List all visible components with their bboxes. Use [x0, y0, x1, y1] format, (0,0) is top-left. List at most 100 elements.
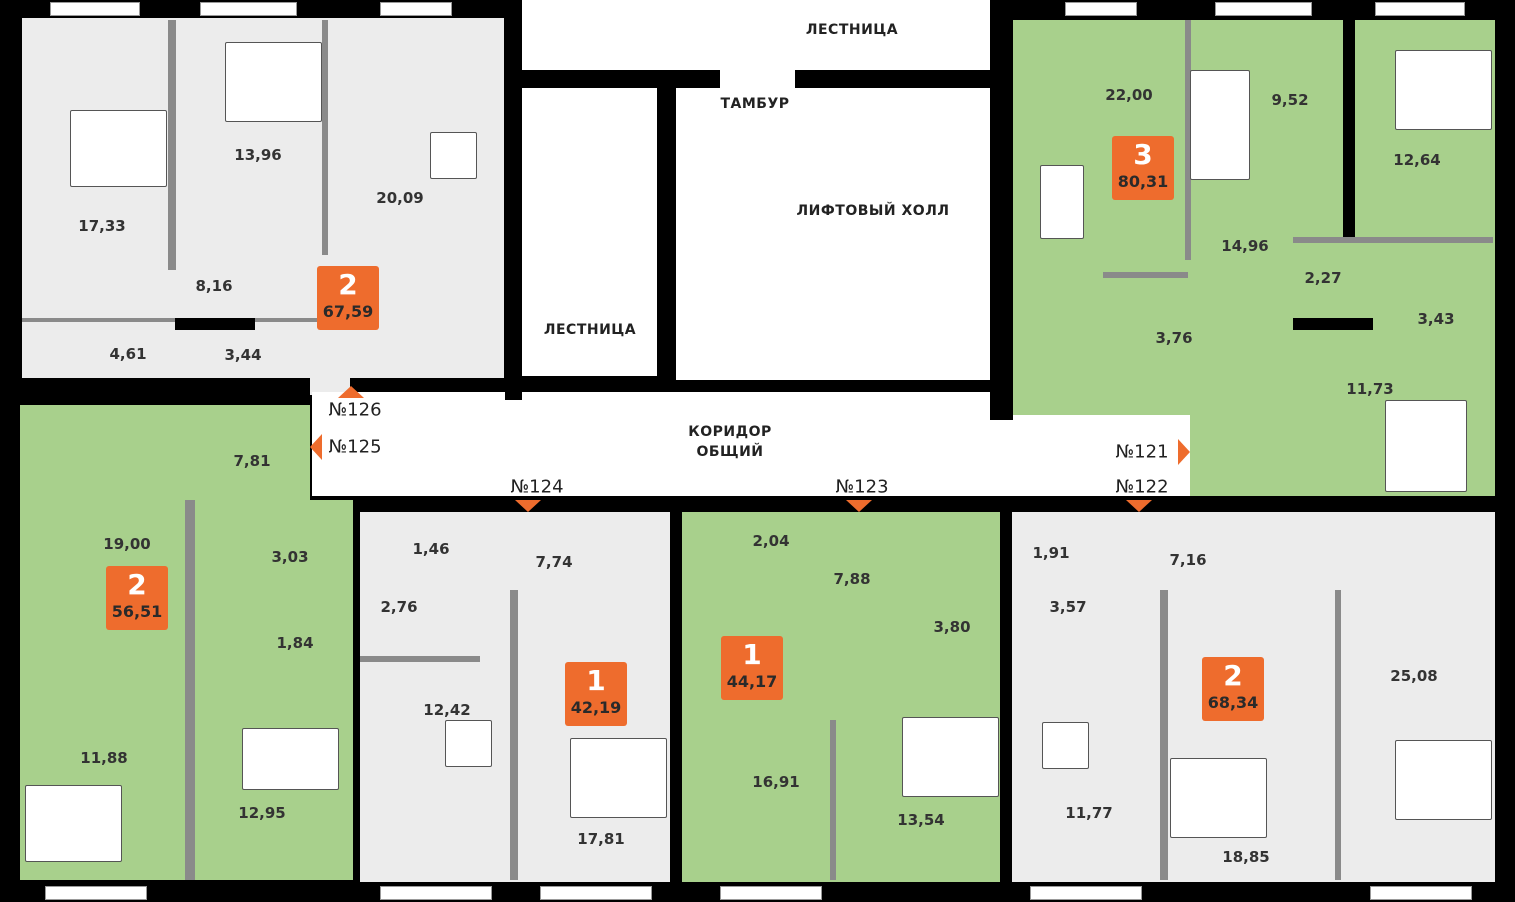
rooms-count: 1 [742, 638, 762, 671]
total-area: 68,34 [1207, 693, 1259, 712]
window [1375, 2, 1465, 16]
room-area: 17,33 [78, 217, 126, 235]
apartment-number-122: №122 [1115, 476, 1169, 498]
dining-table [1040, 165, 1084, 239]
wall [360, 656, 480, 662]
room-area: 2,27 [1304, 269, 1342, 287]
wall [830, 720, 836, 880]
room-area: 3,80 [933, 618, 971, 636]
wall [1293, 318, 1373, 330]
total-area: 67,59 [322, 302, 374, 321]
window [1215, 2, 1312, 16]
wall [168, 20, 176, 270]
room-area: 7,88 [833, 570, 871, 588]
room-area: 1,46 [412, 540, 450, 558]
wall [1185, 20, 1191, 260]
window [1370, 886, 1472, 900]
lift-hall-label: ЛИФТОВЫЙ ХОЛЛ [796, 203, 950, 219]
total-area: 42,19 [570, 698, 622, 717]
apartment-number-126: №126 [328, 399, 382, 421]
apartment-number-123: №123 [835, 476, 889, 498]
room-area: 17,81 [577, 830, 625, 848]
room-area: 14,96 [1221, 237, 1269, 255]
wall [1343, 20, 1355, 240]
entrance-arrow-icon [1178, 439, 1190, 465]
bed [1170, 758, 1267, 838]
bed [242, 728, 339, 790]
entrance-arrow-icon [1126, 500, 1152, 512]
entrance-arrow-icon [338, 386, 364, 398]
wall [185, 500, 195, 880]
bed [902, 717, 999, 797]
room-area: 11,73 [1346, 380, 1394, 398]
wall [510, 590, 518, 880]
window [1030, 886, 1142, 900]
bed [70, 110, 167, 187]
bed [225, 42, 322, 122]
apartment-number-125: №125 [328, 436, 382, 458]
room-area: 9,52 [1271, 91, 1309, 109]
entrance-arrow-icon [846, 500, 872, 512]
entrance-arrow-icon [310, 434, 322, 460]
room-area: 3,44 [224, 346, 262, 364]
rooms-count: 2 [1223, 659, 1243, 692]
room-area: 18,85 [1222, 848, 1270, 866]
room-area: 7,74 [535, 553, 573, 571]
stairwell [522, 88, 657, 376]
room-area: 16,91 [752, 773, 800, 791]
window [50, 2, 140, 16]
window [540, 886, 652, 900]
room-area: 3,43 [1417, 310, 1455, 328]
bed [1395, 740, 1492, 820]
window [380, 2, 452, 16]
room-area: 25,08 [1390, 667, 1438, 685]
room-area: 12,95 [238, 804, 286, 822]
vestibule-label: ТАМБУР [720, 96, 790, 112]
room-area: 1,91 [1032, 544, 1070, 562]
wall [175, 318, 255, 330]
total-area: 80,31 [1117, 172, 1169, 191]
bed [1190, 70, 1250, 180]
apartment-number-121: №121 [1115, 441, 1169, 463]
wall [1160, 590, 1168, 880]
wall [1103, 272, 1188, 278]
bed [1385, 400, 1467, 492]
room-area: 8,16 [195, 277, 233, 295]
room-area: 19,00 [103, 535, 151, 553]
wall [1335, 590, 1341, 880]
room-area: 4,61 [109, 345, 147, 363]
room-area: 7,16 [1169, 551, 1207, 569]
room-area: 3,76 [1155, 329, 1193, 347]
room-area: 3,57 [1049, 598, 1087, 616]
rooms-count: 3 [1133, 138, 1153, 171]
bed [1395, 50, 1492, 130]
wall [990, 0, 1013, 420]
rooms-count: 1 [586, 664, 606, 697]
rooms-count: 2 [338, 268, 358, 301]
window [200, 2, 297, 16]
corridor-label-line2: ОБЩИЙ [696, 444, 764, 460]
room-area: 3,03 [271, 548, 309, 566]
wall [670, 512, 682, 882]
room-area: 22,00 [1105, 86, 1153, 104]
room-area: 11,88 [80, 749, 128, 767]
window [45, 886, 147, 900]
window [1065, 2, 1137, 16]
dining-table [430, 132, 477, 179]
bed [570, 738, 667, 818]
room-area: 7,81 [233, 452, 271, 470]
wall [505, 0, 522, 400]
room-area: 13,96 [234, 146, 282, 164]
vestibule [720, 40, 795, 200]
stairs-label: ЛЕСТНИЦА [543, 322, 637, 338]
room-area: 13,54 [897, 811, 945, 829]
window [720, 886, 822, 900]
